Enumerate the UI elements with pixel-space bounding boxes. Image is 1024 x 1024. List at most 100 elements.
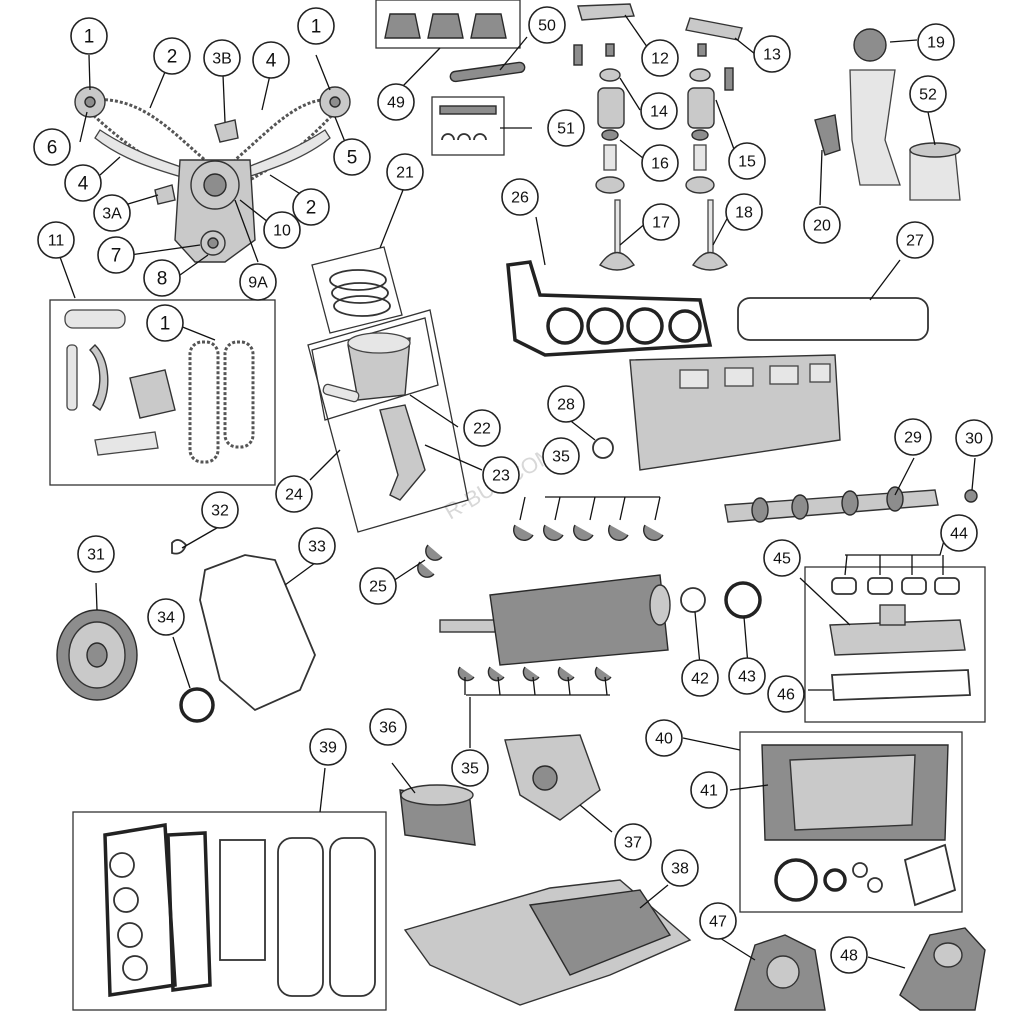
crankshaft-area	[417, 524, 762, 682]
callout-circle	[70, 17, 108, 55]
callout-number: 4	[78, 174, 89, 195]
callout-44: 44	[940, 514, 978, 552]
callout-13: 13	[753, 35, 791, 73]
callout-number: 21	[396, 165, 414, 182]
callout-18: 18	[725, 193, 763, 231]
callout-circle	[37, 221, 75, 259]
callout-5: 5	[333, 138, 371, 176]
callout-circle	[147, 598, 185, 636]
callout-number: 2	[167, 47, 178, 68]
callout-29: 29	[894, 418, 932, 456]
callout-circle	[767, 675, 805, 713]
callout-number: 6	[47, 138, 58, 159]
callout-number: 33	[308, 539, 326, 556]
callout-circle	[641, 144, 679, 182]
oil-system	[399, 734, 692, 1006]
callout-number: 40	[655, 731, 673, 748]
callout-number: 13	[763, 47, 781, 64]
callout-4: 4	[252, 41, 290, 79]
callout-1: 1	[146, 304, 184, 342]
callout-2: 2	[153, 37, 191, 75]
timing-assembly	[74, 86, 351, 263]
callout-15: 15	[728, 142, 766, 180]
callout-2: 2	[292, 188, 330, 226]
callout-circle	[728, 142, 766, 180]
callout-circle	[93, 194, 131, 232]
callout-circle	[263, 211, 301, 249]
callout-4: 4	[64, 164, 102, 202]
exhaust-gasket-box	[804, 566, 986, 723]
callout-number: 23	[492, 468, 510, 485]
piston-assembly	[307, 246, 469, 533]
callout-48: 48	[830, 936, 868, 974]
callout-number: 26	[511, 190, 529, 207]
callout-52: 52	[909, 75, 947, 113]
callout-circle	[763, 539, 801, 577]
callout-circle	[830, 936, 868, 974]
callout-circle	[153, 37, 191, 75]
callout-circle	[690, 771, 728, 809]
callout-number: 42	[691, 671, 709, 688]
callout-circle	[542, 437, 580, 475]
callout-1: 1	[297, 7, 335, 45]
callout-22: 22	[463, 409, 501, 447]
callout-1: 1	[70, 17, 108, 55]
motor-mounts	[734, 927, 986, 1011]
callout-6: 6	[33, 128, 71, 166]
callout-43: 43	[728, 657, 766, 695]
callout-number: 8	[157, 269, 168, 290]
callout-circle	[528, 6, 566, 44]
callout-circle	[614, 823, 652, 861]
callout-25: 25	[359, 567, 397, 605]
callout-number: 22	[473, 421, 491, 438]
callout-number: 35	[552, 449, 570, 466]
oil-pan-gasket-box	[739, 731, 963, 913]
callout-34: 34	[147, 598, 185, 636]
callout-circle	[681, 659, 719, 697]
callout-33: 33	[298, 527, 336, 565]
callout-circle	[143, 259, 181, 297]
callout-number: 15	[738, 154, 756, 171]
callout-number: 7	[111, 246, 122, 267]
callout-circle	[309, 728, 347, 766]
timing-kit-box	[49, 299, 276, 486]
callout-circle	[463, 409, 501, 447]
callout-circle	[297, 7, 335, 45]
callout-21: 21	[386, 153, 424, 191]
callout-circle	[728, 657, 766, 695]
valve-train	[573, 3, 743, 271]
gasket-set-box	[72, 811, 387, 1011]
callout-circle	[97, 236, 135, 274]
leader-lines	[59, 14, 976, 969]
callout-number: 32	[211, 503, 229, 520]
callout-circle	[917, 23, 955, 61]
callout-42: 42	[681, 659, 719, 697]
callout-10: 10	[263, 211, 301, 249]
callout-number: 52	[919, 87, 937, 104]
callout-number: 36	[379, 720, 397, 737]
callout-20: 20	[803, 206, 841, 244]
callout-circle	[699, 902, 737, 940]
callout-number: 47	[709, 914, 727, 931]
callout-number: 46	[777, 687, 795, 704]
callout-number: 14	[650, 104, 668, 121]
callout-51: 51	[547, 109, 585, 147]
callout-circle	[298, 527, 336, 565]
callout-number: 29	[904, 430, 922, 447]
callout-circle	[725, 193, 763, 231]
callout-number: 2	[306, 198, 317, 219]
callout-number: 27	[906, 233, 924, 250]
callout-number: 25	[369, 579, 387, 596]
callout-45: 45	[763, 539, 801, 577]
callout-30: 30	[955, 419, 993, 457]
callout-26: 26	[501, 178, 539, 216]
callout-number: 44	[950, 526, 968, 543]
callout-number: 20	[813, 218, 831, 235]
callout-number: 48	[840, 948, 858, 965]
callout-number: 5	[347, 148, 358, 169]
front-cover-area	[56, 539, 316, 723]
callout-circle	[252, 41, 290, 79]
callout-number: 4	[266, 51, 277, 72]
callout-circle	[501, 178, 539, 216]
